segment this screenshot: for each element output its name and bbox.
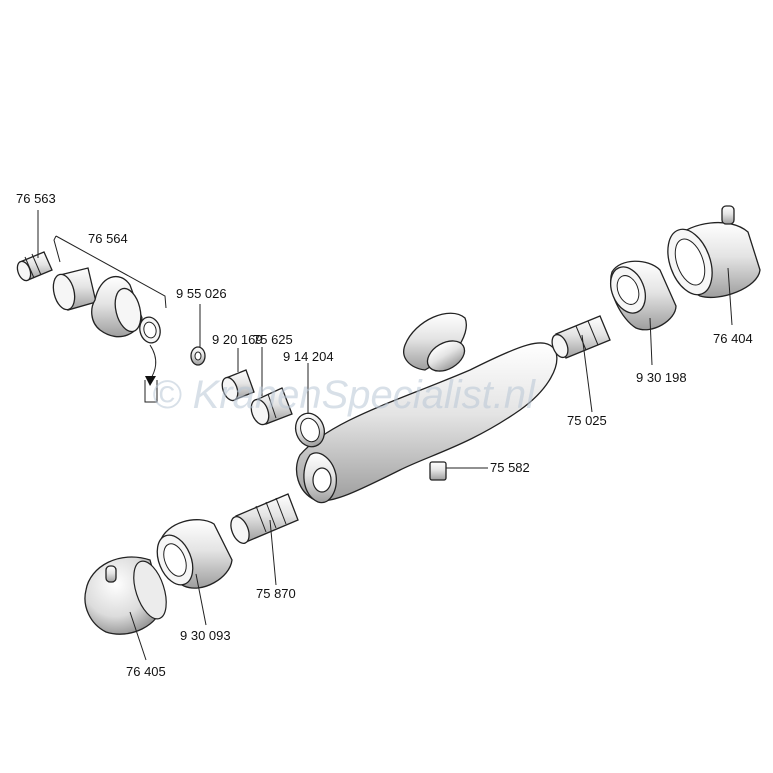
thermostat-body [295, 312, 558, 504]
watermark-text: © KranenSpecialist.nl [152, 373, 536, 417]
part-76564 [52, 267, 161, 403]
part-920169 [221, 369, 255, 402]
label-76564: 76 564 [88, 231, 128, 246]
part-930198 [610, 260, 677, 331]
part-75625 [250, 387, 293, 426]
part-76563 [16, 251, 53, 282]
label-75870: 75 870 [256, 586, 296, 601]
part-labels: 76 563 76 564 9 55 026 9 20 169 75 625 9… [16, 191, 753, 679]
label-75025: 75 025 [567, 413, 607, 428]
label-930093: 9 30 093 [180, 628, 231, 643]
label-75625: 75 625 [253, 332, 293, 347]
label-914204: 9 14 204 [283, 349, 334, 364]
part-75870 [230, 493, 299, 544]
label-76404: 76 404 [713, 331, 753, 346]
label-955026: 9 55 026 [176, 286, 227, 301]
part-75025 [551, 315, 611, 359]
part-930093 [156, 519, 233, 589]
leader-lines [37, 210, 733, 661]
label-75582: 75 582 [490, 460, 530, 475]
label-930198: 9 30 198 [636, 370, 687, 385]
label-920169: 9 20 169 [212, 332, 263, 347]
part-914204 [294, 412, 326, 448]
part-955026 [190, 346, 206, 366]
part-76404 [667, 205, 761, 298]
label-76563: 76 563 [16, 191, 56, 206]
label-76405: 76 405 [126, 664, 166, 679]
part-76405 [84, 556, 167, 635]
